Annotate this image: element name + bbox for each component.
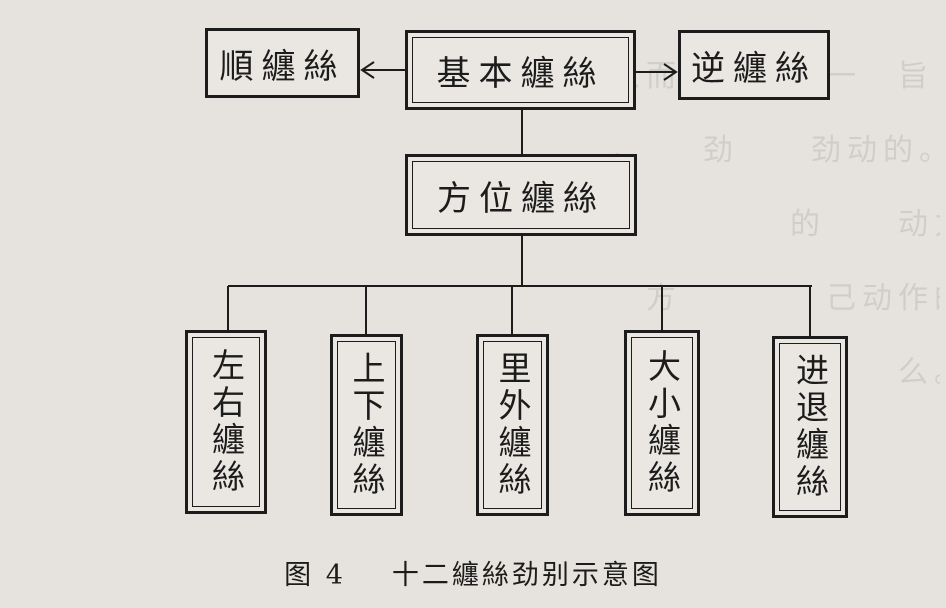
node-branch-2: 上下纏絲 — [330, 334, 403, 516]
node-right-label: 逆纏絲 — [691, 48, 817, 89]
node-left: 順纏絲 — [205, 28, 360, 98]
figure-caption: 图 4 十二纏絲劲别示意图 — [0, 553, 946, 592]
node-branch-3-label: 里外纏絲 — [493, 351, 532, 499]
figure-title: 十二纏絲劲别示意图 — [391, 560, 662, 591]
node-middle-label: 方位纏絲 — [437, 178, 605, 219]
node-branch-3: 里外纏絲 — [476, 334, 549, 516]
node-center-label: 基本纏絲 — [436, 53, 605, 94]
node-middle: 方位纏絲 — [405, 154, 637, 236]
node-right: 逆纏絲 — [678, 30, 830, 100]
node-branch-5: 进退纏絲 — [772, 336, 848, 518]
node-branch-5-label: 进退纏絲 — [790, 353, 830, 501]
node-branch-2-label: 上下纏絲 — [347, 351, 386, 499]
node-left-label: 順纏絲 — [219, 46, 346, 87]
node-center: 基本纏絲 — [405, 30, 636, 110]
arrowhead-right-icon — [663, 63, 678, 81]
figure-number: 图 4 — [284, 560, 346, 591]
node-branch-4: 大小纏絲 — [624, 330, 700, 516]
node-branch-1: 左右纏絲 — [185, 330, 267, 514]
node-branch-1-label: 左右纏絲 — [206, 348, 246, 496]
node-branch-4-label: 大小纏絲 — [642, 349, 682, 497]
arrowhead-left-icon — [360, 61, 375, 79]
